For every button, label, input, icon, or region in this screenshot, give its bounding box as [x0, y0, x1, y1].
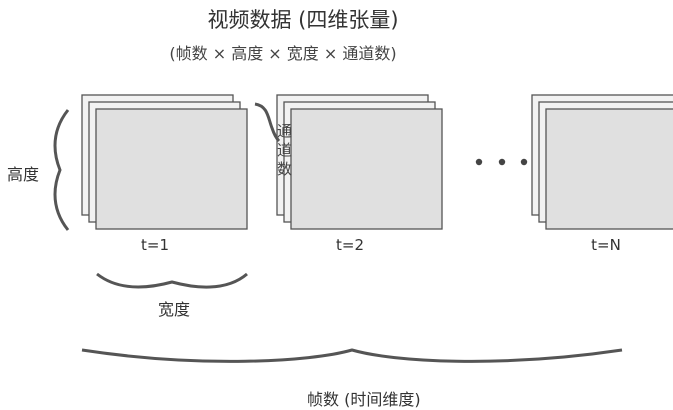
diagram-subtitle: (帧数 × 高度 × 宽度 × 通道数) — [169, 44, 397, 63]
frame-label-tn: t=N — [591, 236, 621, 254]
ellipsis-dot-1 — [475, 158, 483, 166]
frame-stack-tn — [531, 94, 673, 230]
diagram-title: 视频数据 (四维张量) — [207, 8, 399, 32]
frame-stacks — [81, 94, 673, 230]
frame-label-t2: t=2 — [336, 236, 364, 254]
height-label: 高度 — [7, 165, 40, 184]
frame-front-t1 — [95, 108, 248, 230]
height-brace — [53, 109, 70, 231]
frame-stack-t2 — [276, 94, 443, 230]
frames-label: 帧数 (时间维度) — [307, 390, 421, 409]
width-brace — [96, 272, 248, 289]
width-label: 宽度 — [158, 300, 191, 319]
ellipsis-dot-3 — [520, 158, 528, 166]
frames-brace — [81, 348, 623, 363]
frame-front-t2 — [290, 108, 443, 230]
channel-brace — [254, 102, 281, 143]
frame-label-t1: t=1 — [141, 236, 169, 254]
frame-front-tn — [545, 108, 673, 230]
channels-label: 通道数 — [277, 122, 293, 178]
ellipsis-dot-2 — [498, 158, 506, 166]
frame-stack-t1 — [81, 94, 248, 230]
ellipsis-dots — [475, 158, 528, 166]
